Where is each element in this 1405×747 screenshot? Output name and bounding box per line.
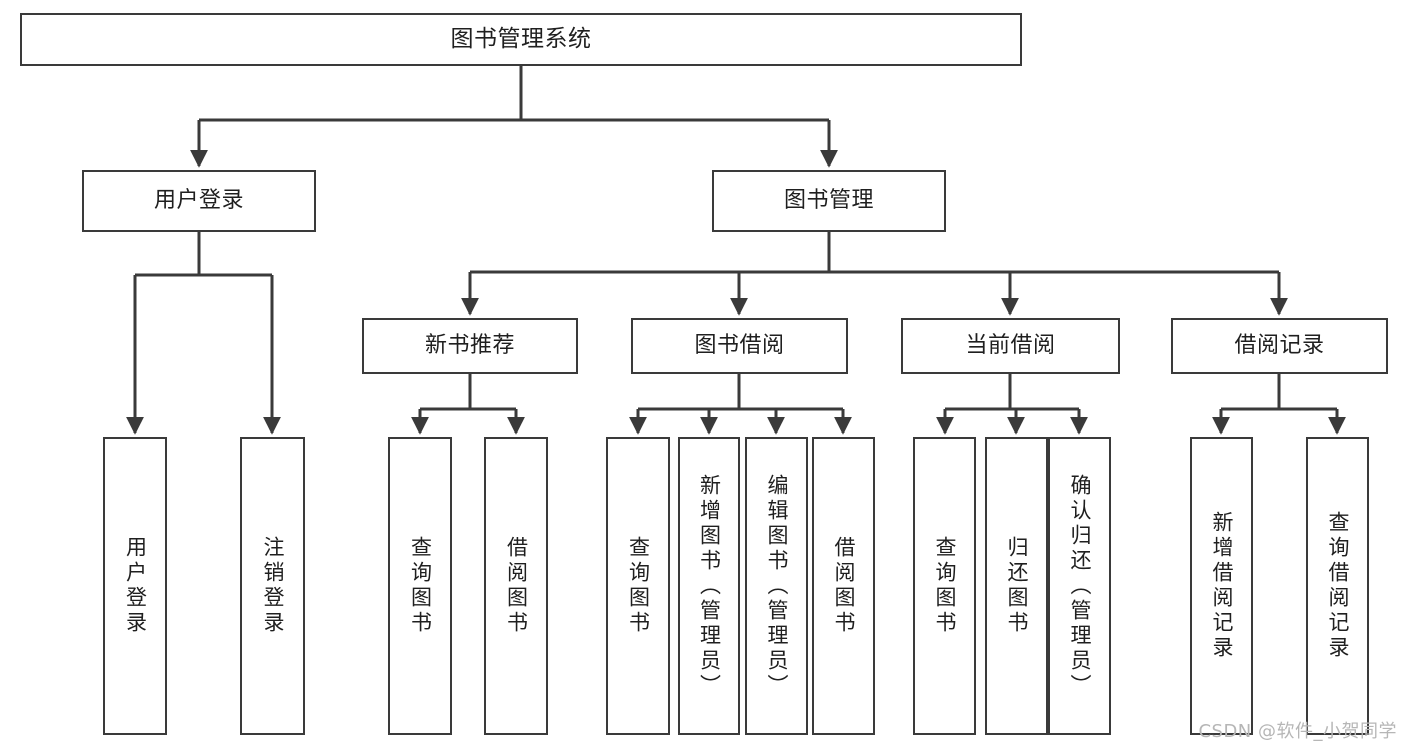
leaf-query-book-borrow-label: 查询图书: [626, 536, 651, 636]
node-book-management-label: 图书管理: [783, 187, 874, 213]
node-current-borrow[interactable]: 当前借阅: [901, 318, 1120, 374]
node-user-login-label: 用户登录: [153, 187, 244, 213]
node-current-borrow-label: 当前借阅: [965, 332, 1056, 358]
leaf-return-book[interactable]: 归还图书: [985, 437, 1048, 735]
leaf-query-borrow-record-label: 查询借阅记录: [1326, 511, 1350, 661]
leaf-query-book-newbook-label: 查询图书: [408, 536, 433, 636]
watermark-text: CSDN @软件_小贺同学: [1198, 721, 1397, 742]
leaf-add-borrow-record[interactable]: 新增借阅记录: [1190, 437, 1253, 735]
leaf-add-borrow-record-label: 新增借阅记录: [1210, 511, 1234, 661]
leaf-confirm-return-admin[interactable]: 确认归还（管理员）: [1048, 437, 1111, 735]
leaf-query-book-newbook[interactable]: 查询图书: [388, 437, 452, 735]
leaf-query-book-current-label: 查询图书: [933, 536, 957, 636]
leaf-lend-book[interactable]: 借阅图书: [812, 437, 875, 735]
leaf-lend-book-label: 借阅图书: [832, 536, 856, 636]
leaf-logout-label: 注销登录: [261, 536, 285, 636]
leaf-edit-book-admin[interactable]: 编辑图书（管理员）: [745, 437, 808, 735]
leaf-add-book-admin-label: 新增图书（管理员）: [697, 473, 722, 699]
node-user-login[interactable]: 用户登录: [82, 170, 316, 232]
leaf-user-login[interactable]: 用户登录: [103, 437, 167, 735]
leaf-add-book-admin[interactable]: 新增图书（管理员）: [678, 437, 740, 735]
node-root-label: 图书管理系统: [450, 25, 592, 52]
leaf-logout[interactable]: 注销登录: [240, 437, 305, 735]
node-book-management[interactable]: 图书管理: [712, 170, 946, 232]
leaf-confirm-return-admin-label: 确认归还（管理员）: [1068, 473, 1092, 699]
node-new-book-recommend-label: 新书推荐: [424, 332, 515, 358]
leaf-return-book-label: 归还图书: [1005, 536, 1029, 636]
node-borrow-record-label: 借阅记录: [1234, 332, 1325, 358]
node-new-book-recommend[interactable]: 新书推荐: [362, 318, 578, 374]
leaf-user-login-label: 用户登录: [123, 536, 148, 636]
node-book-borrow[interactable]: 图书借阅: [631, 318, 848, 374]
node-borrow-record[interactable]: 借阅记录: [1171, 318, 1388, 374]
leaf-query-book-current[interactable]: 查询图书: [913, 437, 976, 735]
leaf-edit-book-admin-label: 编辑图书（管理员）: [765, 473, 789, 699]
node-book-borrow-label: 图书借阅: [694, 332, 785, 358]
leaf-query-borrow-record[interactable]: 查询借阅记录: [1306, 437, 1369, 735]
leaf-query-book-borrow[interactable]: 查询图书: [606, 437, 670, 735]
leaf-borrow-book-newbook-label: 借阅图书: [504, 536, 529, 636]
node-root[interactable]: 图书管理系统: [20, 13, 1022, 66]
leaf-borrow-book-newbook[interactable]: 借阅图书: [484, 437, 548, 735]
